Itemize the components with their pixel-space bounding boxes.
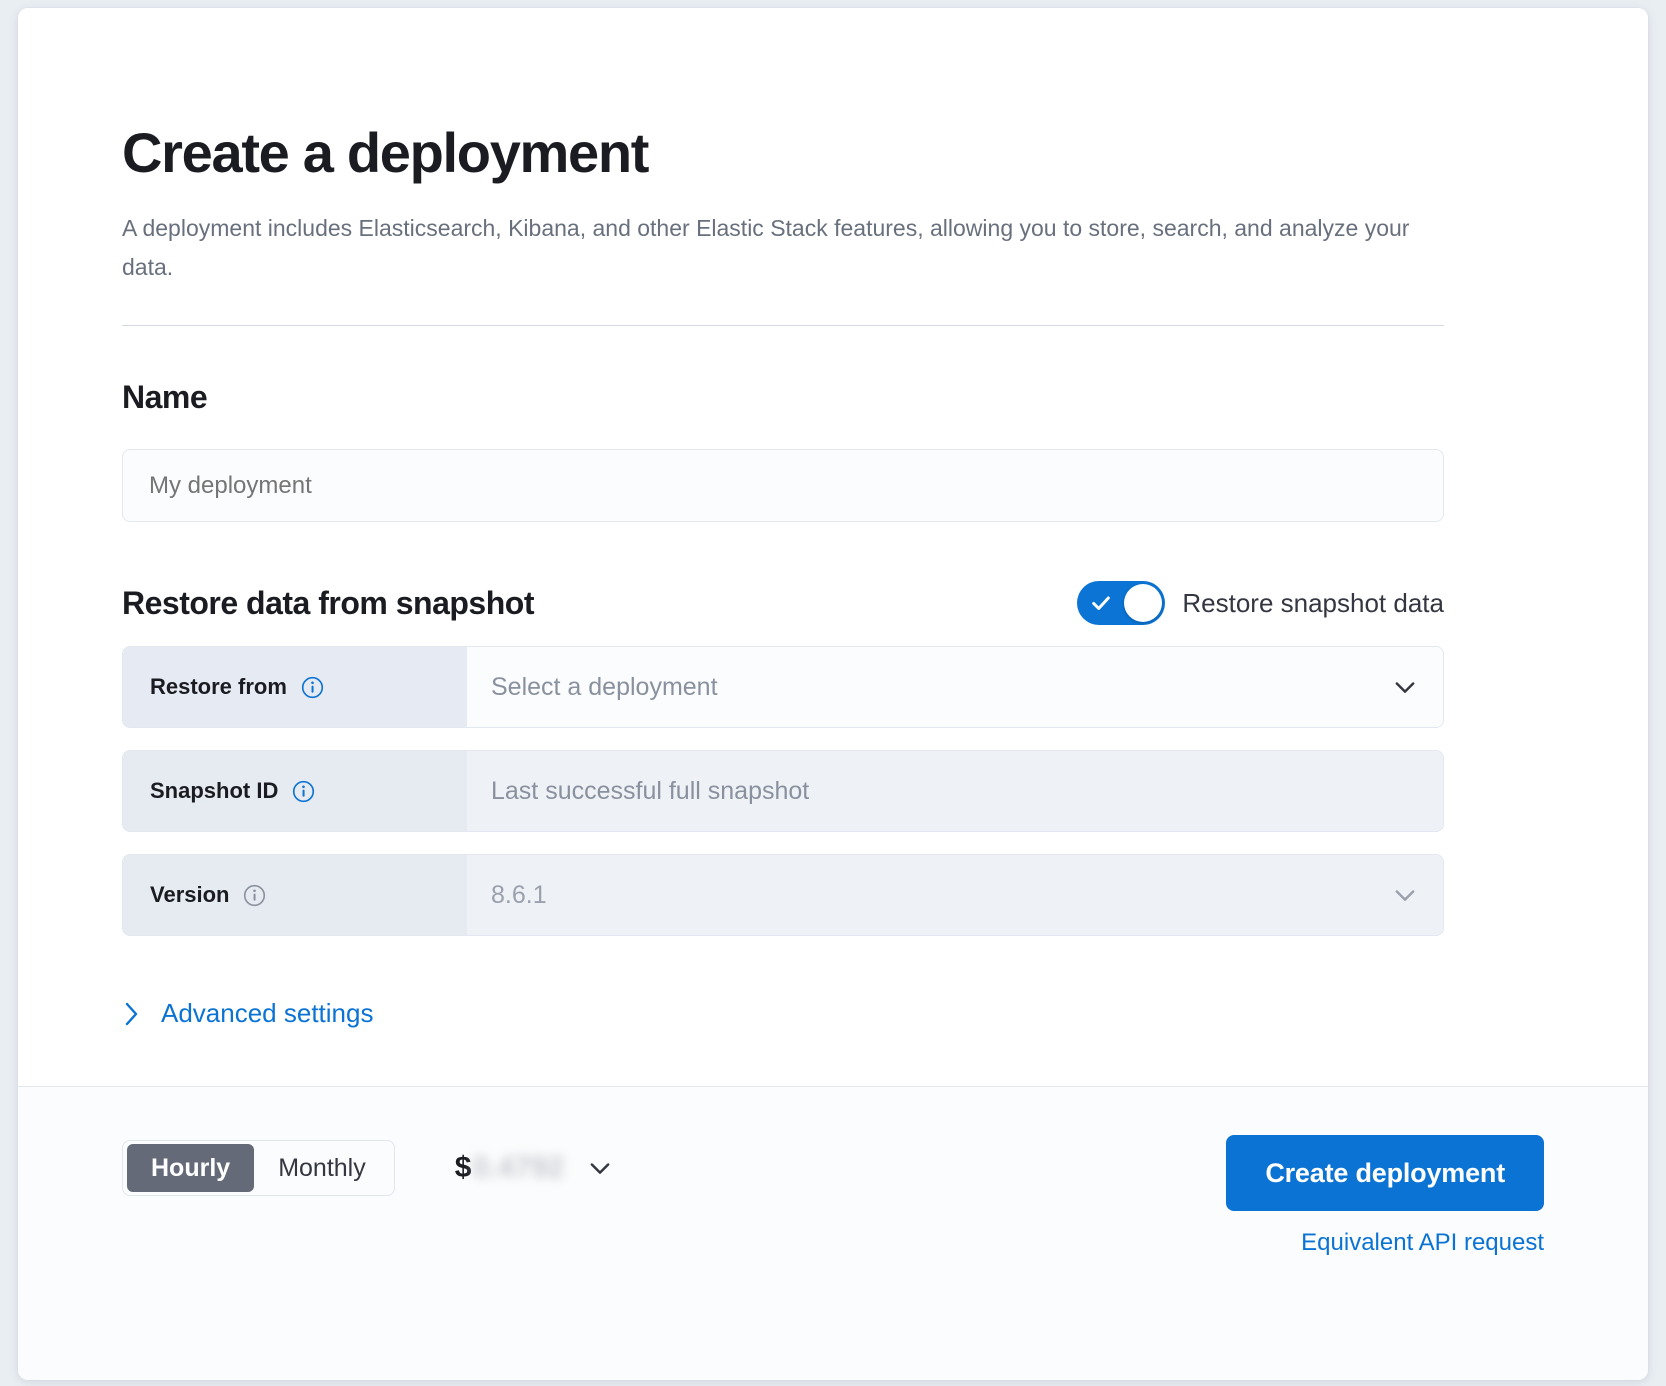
restore-snapshot-toggle-label: Restore snapshot data [1182,587,1444,618]
billing-option-hourly[interactable]: Hourly [127,1144,255,1192]
footer-left-group: Hourly Monthly $ 0.4792 [122,1140,614,1196]
row-label-version: Version [123,855,467,935]
deployment-name-input[interactable] [122,449,1444,522]
currency-symbol: $ [454,1151,472,1184]
check-icon [1092,596,1111,610]
form-row-restore-from[interactable]: Restore from Select a deployment [122,646,1444,728]
price-value: $ 0.4792 [455,1151,564,1185]
page-description: A deployment includes Elasticsearch, Kib… [122,215,1410,280]
info-circle-icon[interactable] [243,884,266,907]
restore-snapshot-switch[interactable] [1077,581,1166,625]
equivalent-api-request-link[interactable]: Equivalent API request [1301,1229,1544,1256]
billing-period-toggle[interactable]: Hourly Monthly [122,1140,395,1196]
header-divider [122,325,1444,326]
row-label-text: Restore from [150,674,287,699]
row-field-version: 8.6.1 [467,855,1443,935]
restore-snapshot-toggle-group[interactable]: Restore snapshot data [1077,581,1444,625]
restore-section-header: Restore data from snapshot Restore snaps… [122,581,1444,625]
row-field-snapshot-id: Last successful full snapshot [467,751,1443,831]
price-display[interactable]: $ 0.4792 [455,1151,614,1185]
chevron-down-icon [1395,890,1415,901]
name-section: Name [122,378,1444,522]
create-deployment-button[interactable]: Create deployment [1226,1135,1544,1211]
row-field-restore-from[interactable]: Select a deployment [467,647,1443,727]
row-label-text: Version [150,882,230,907]
row-label-restore-from: Restore from [123,647,467,727]
row-label-text: Snapshot ID [150,778,279,803]
chevron-down-icon[interactable] [1391,673,1419,701]
chevron-right-icon [125,1002,138,1025]
chevron-down-icon[interactable] [586,1154,614,1182]
restore-section-title: Restore data from snapshot [122,585,534,621]
form-row-version: Version 8.6.1 [122,854,1444,936]
name-section-title: Name [122,379,208,415]
info-circle-icon[interactable] [292,780,315,803]
create-deployment-card: Create a deployment A deployment include… [18,8,1648,1380]
footer-right-group: Create deployment Equivalent API request [1226,1135,1544,1257]
footer-bar: Hourly Monthly $ 0.4792 Create deploymen… [18,1086,1648,1380]
advanced-settings-toggle[interactable]: Advanced settings [122,998,373,1029]
form-row-snapshot-id: Snapshot ID Last successful full snapsho… [122,750,1444,832]
snapshot-id-value: Last successful full snapshot [491,776,810,805]
page-title: Create a deployment [122,121,649,184]
version-value: 8.6.1 [491,880,547,909]
restore-from-value: Select a deployment [491,672,718,701]
switch-knob [1124,584,1163,622]
advanced-settings-label: Advanced settings [161,998,374,1028]
row-label-snapshot-id: Snapshot ID [123,751,467,831]
billing-option-monthly[interactable]: Monthly [278,1153,366,1182]
form-body: Create a deployment A deployment include… [18,8,1648,1083]
price-amount-redacted: 0.4792 [472,1151,565,1184]
info-circle-icon[interactable] [301,676,324,699]
